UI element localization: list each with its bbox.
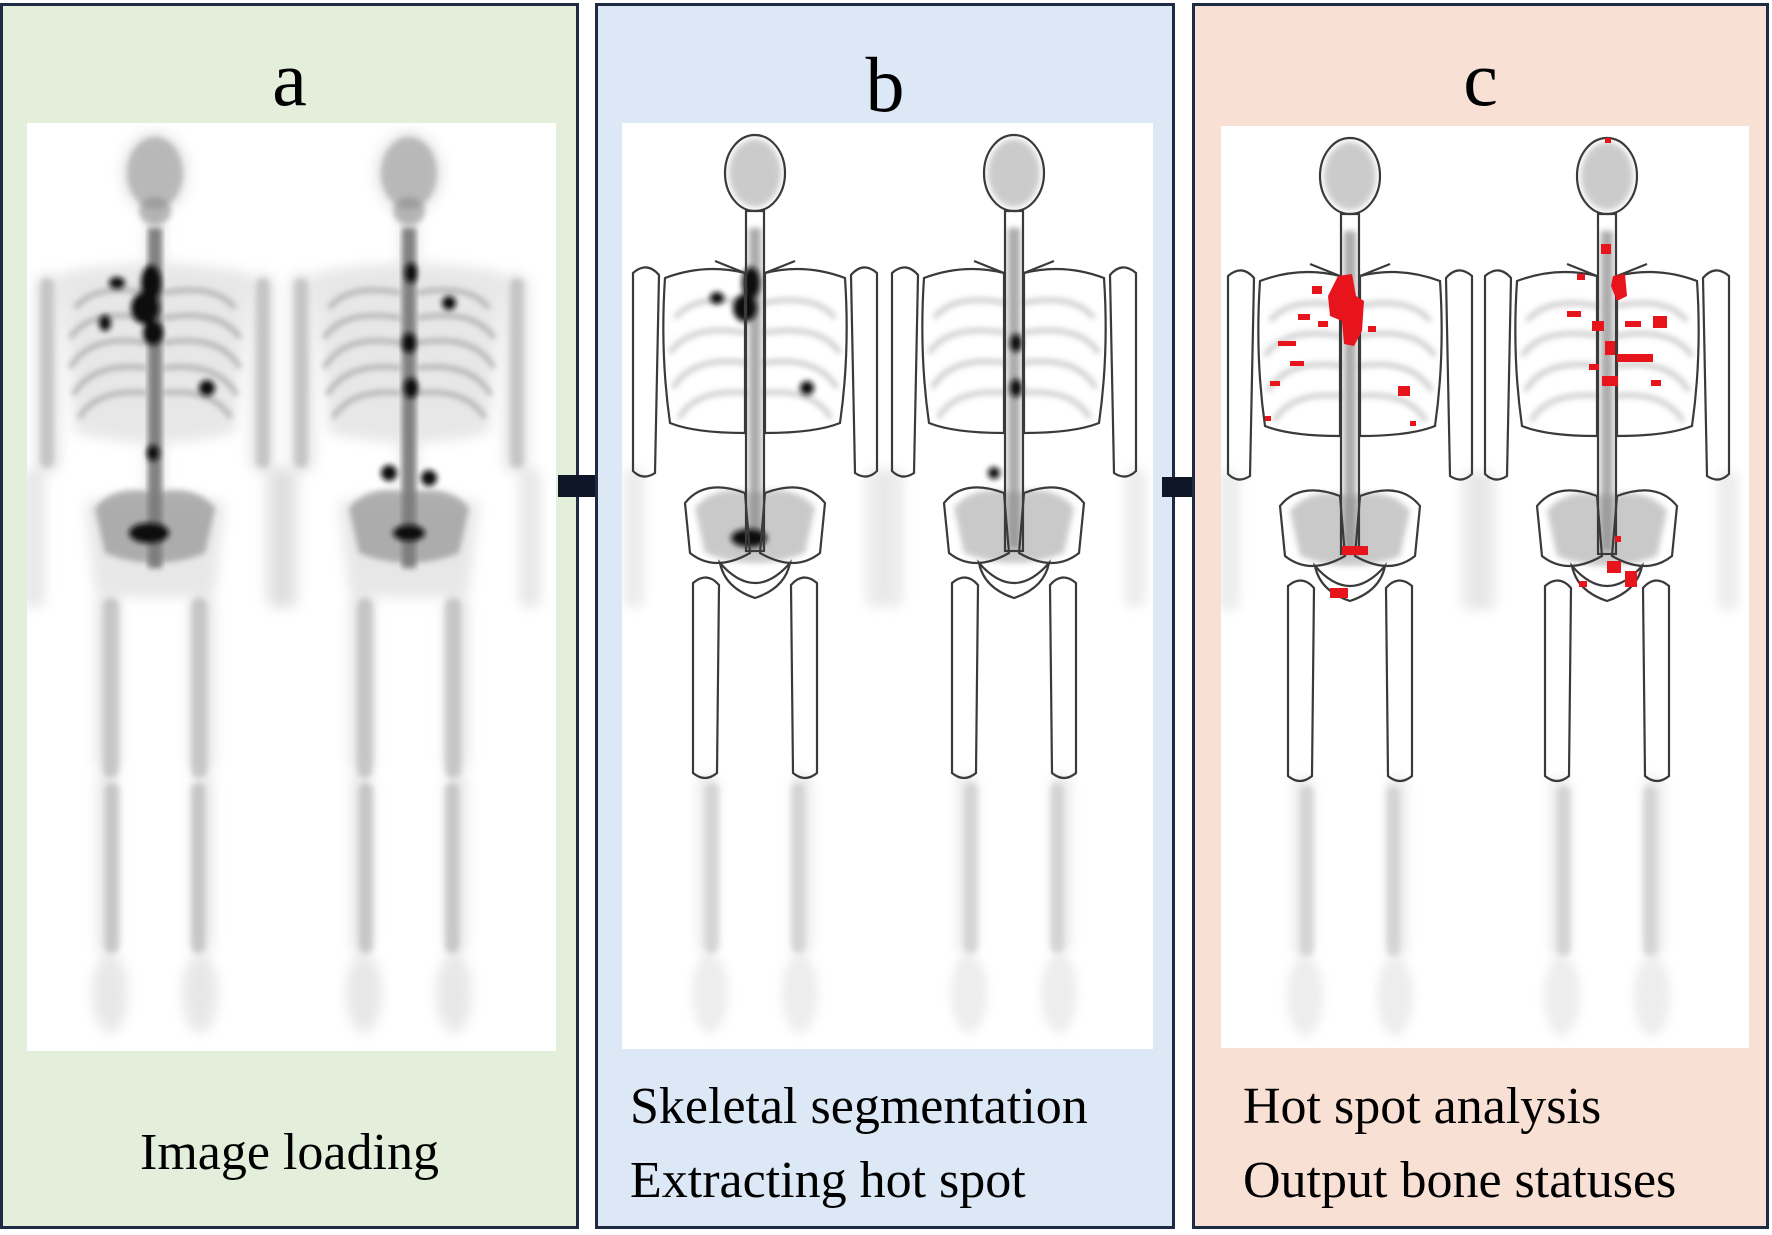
panel-skeletal-segmentation: b [595, 3, 1175, 1229]
caption-skeletal-segmentation: Skeletal segmentation Extracting hot spo… [630, 1070, 1088, 1218]
panel-image-loading: a [0, 3, 579, 1229]
caption-hot-spot-analysis: Hot spot analysis Output bone statuses [1243, 1070, 1676, 1218]
caption-line-2: Extracting hot spot [630, 1152, 1026, 1209]
caption-image-loading: Image loading [140, 1124, 439, 1181]
panel-letter-a: a [272, 35, 307, 122]
caption-line-1: Skeletal segmentation [630, 1078, 1088, 1135]
caption-line-2: Output bone statuses [1243, 1152, 1677, 1209]
panel-hot-spot-analysis: c [1192, 3, 1769, 1229]
caption-line-1: Hot spot analysis [1243, 1078, 1602, 1135]
bone-scan-raw [27, 123, 556, 1051]
panel-letter-b: b [865, 41, 905, 128]
bone-scan-hot-spots [1221, 126, 1749, 1048]
hot-spot-markers [1265, 274, 1416, 598]
bone-scan-segmented [622, 123, 1153, 1049]
panel-letter-c: c [1463, 35, 1498, 122]
